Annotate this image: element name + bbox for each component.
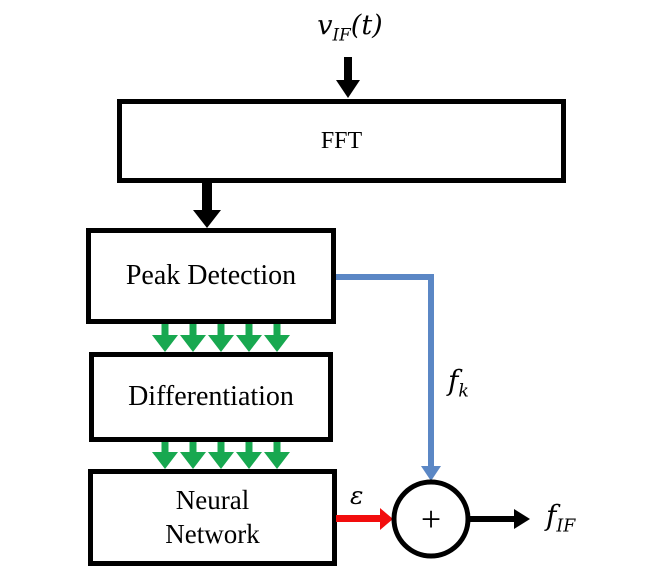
fif-base: f	[546, 499, 557, 532]
green-down-arrow	[152, 324, 178, 352]
green-down-arrow	[236, 324, 262, 352]
neural-network-block: Neural Network	[88, 469, 337, 566]
green-down-arrow	[236, 442, 262, 469]
output-arrow	[470, 509, 530, 529]
fk-subscript: k	[458, 381, 469, 402]
green-down-arrow	[264, 324, 290, 352]
epsilon-signal-label: ε	[350, 481, 364, 510]
fft-block: FFT	[117, 99, 566, 183]
peak-detection-block: Peak Detection	[86, 228, 336, 324]
differentiation-block-label: Differentiation	[128, 381, 294, 412]
differentiation-block: Differentiation	[89, 352, 333, 442]
differentiation-to-neural-network-arrows	[152, 442, 290, 469]
peak-detection-block-label: Peak Detection	[125, 260, 297, 291]
summing-junction-plus-sign: +	[420, 499, 442, 539]
vif-subscript: IF	[332, 24, 351, 45]
vif-suffix: (t)	[350, 10, 383, 41]
green-down-arrow	[180, 324, 206, 352]
fif-signal-label: fIF	[546, 499, 575, 537]
epsilon-arrow	[336, 508, 393, 530]
input-signal-label: vIF(t)	[300, 10, 400, 44]
input-arrow	[336, 57, 360, 98]
vif-base: v	[317, 10, 333, 41]
peak-to-differentiation-arrows	[152, 324, 290, 352]
fk-base: f	[448, 364, 459, 397]
summing-junction	[391, 479, 471, 559]
fft-to-peak-arrow	[193, 183, 221, 228]
green-down-arrow	[264, 442, 290, 469]
fk-signal-label: fk	[448, 364, 469, 402]
fif-subscript: IF	[556, 516, 576, 537]
green-down-arrow	[180, 442, 206, 469]
fk-connector-arrow	[336, 274, 441, 481]
fft-block-label: FFT	[320, 127, 363, 154]
green-down-arrow	[152, 442, 178, 469]
green-down-arrow	[208, 442, 234, 469]
neural-network-block-label: Neural Network	[165, 484, 260, 549]
green-down-arrow	[208, 324, 234, 352]
